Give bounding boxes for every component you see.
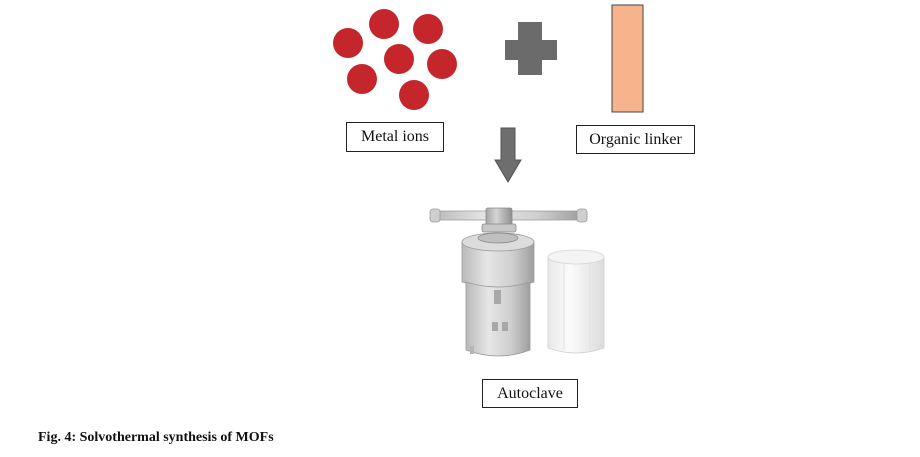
metal-ions-label: Metal ions: [346, 122, 444, 152]
metal-ion: [384, 44, 414, 74]
metal-ions-cluster: [333, 9, 457, 110]
metal-ion: [399, 80, 429, 110]
metal-ion: [333, 28, 363, 58]
down-arrow-icon: [494, 127, 522, 183]
autoclave-label: Autoclave: [482, 379, 578, 408]
metal-ion: [413, 14, 443, 44]
metal-ion: [369, 9, 399, 39]
organic-linker-bar: [611, 4, 644, 113]
metal-ion: [427, 49, 457, 79]
metal-ion: [347, 64, 377, 94]
autoclave-vessel: [429, 207, 605, 357]
plus-icon: [505, 22, 557, 75]
figure-caption: Fig. 4: Solvothermal synthesis of MOFs: [38, 430, 274, 445]
organic-linker-label: Organic linker: [576, 125, 695, 154]
